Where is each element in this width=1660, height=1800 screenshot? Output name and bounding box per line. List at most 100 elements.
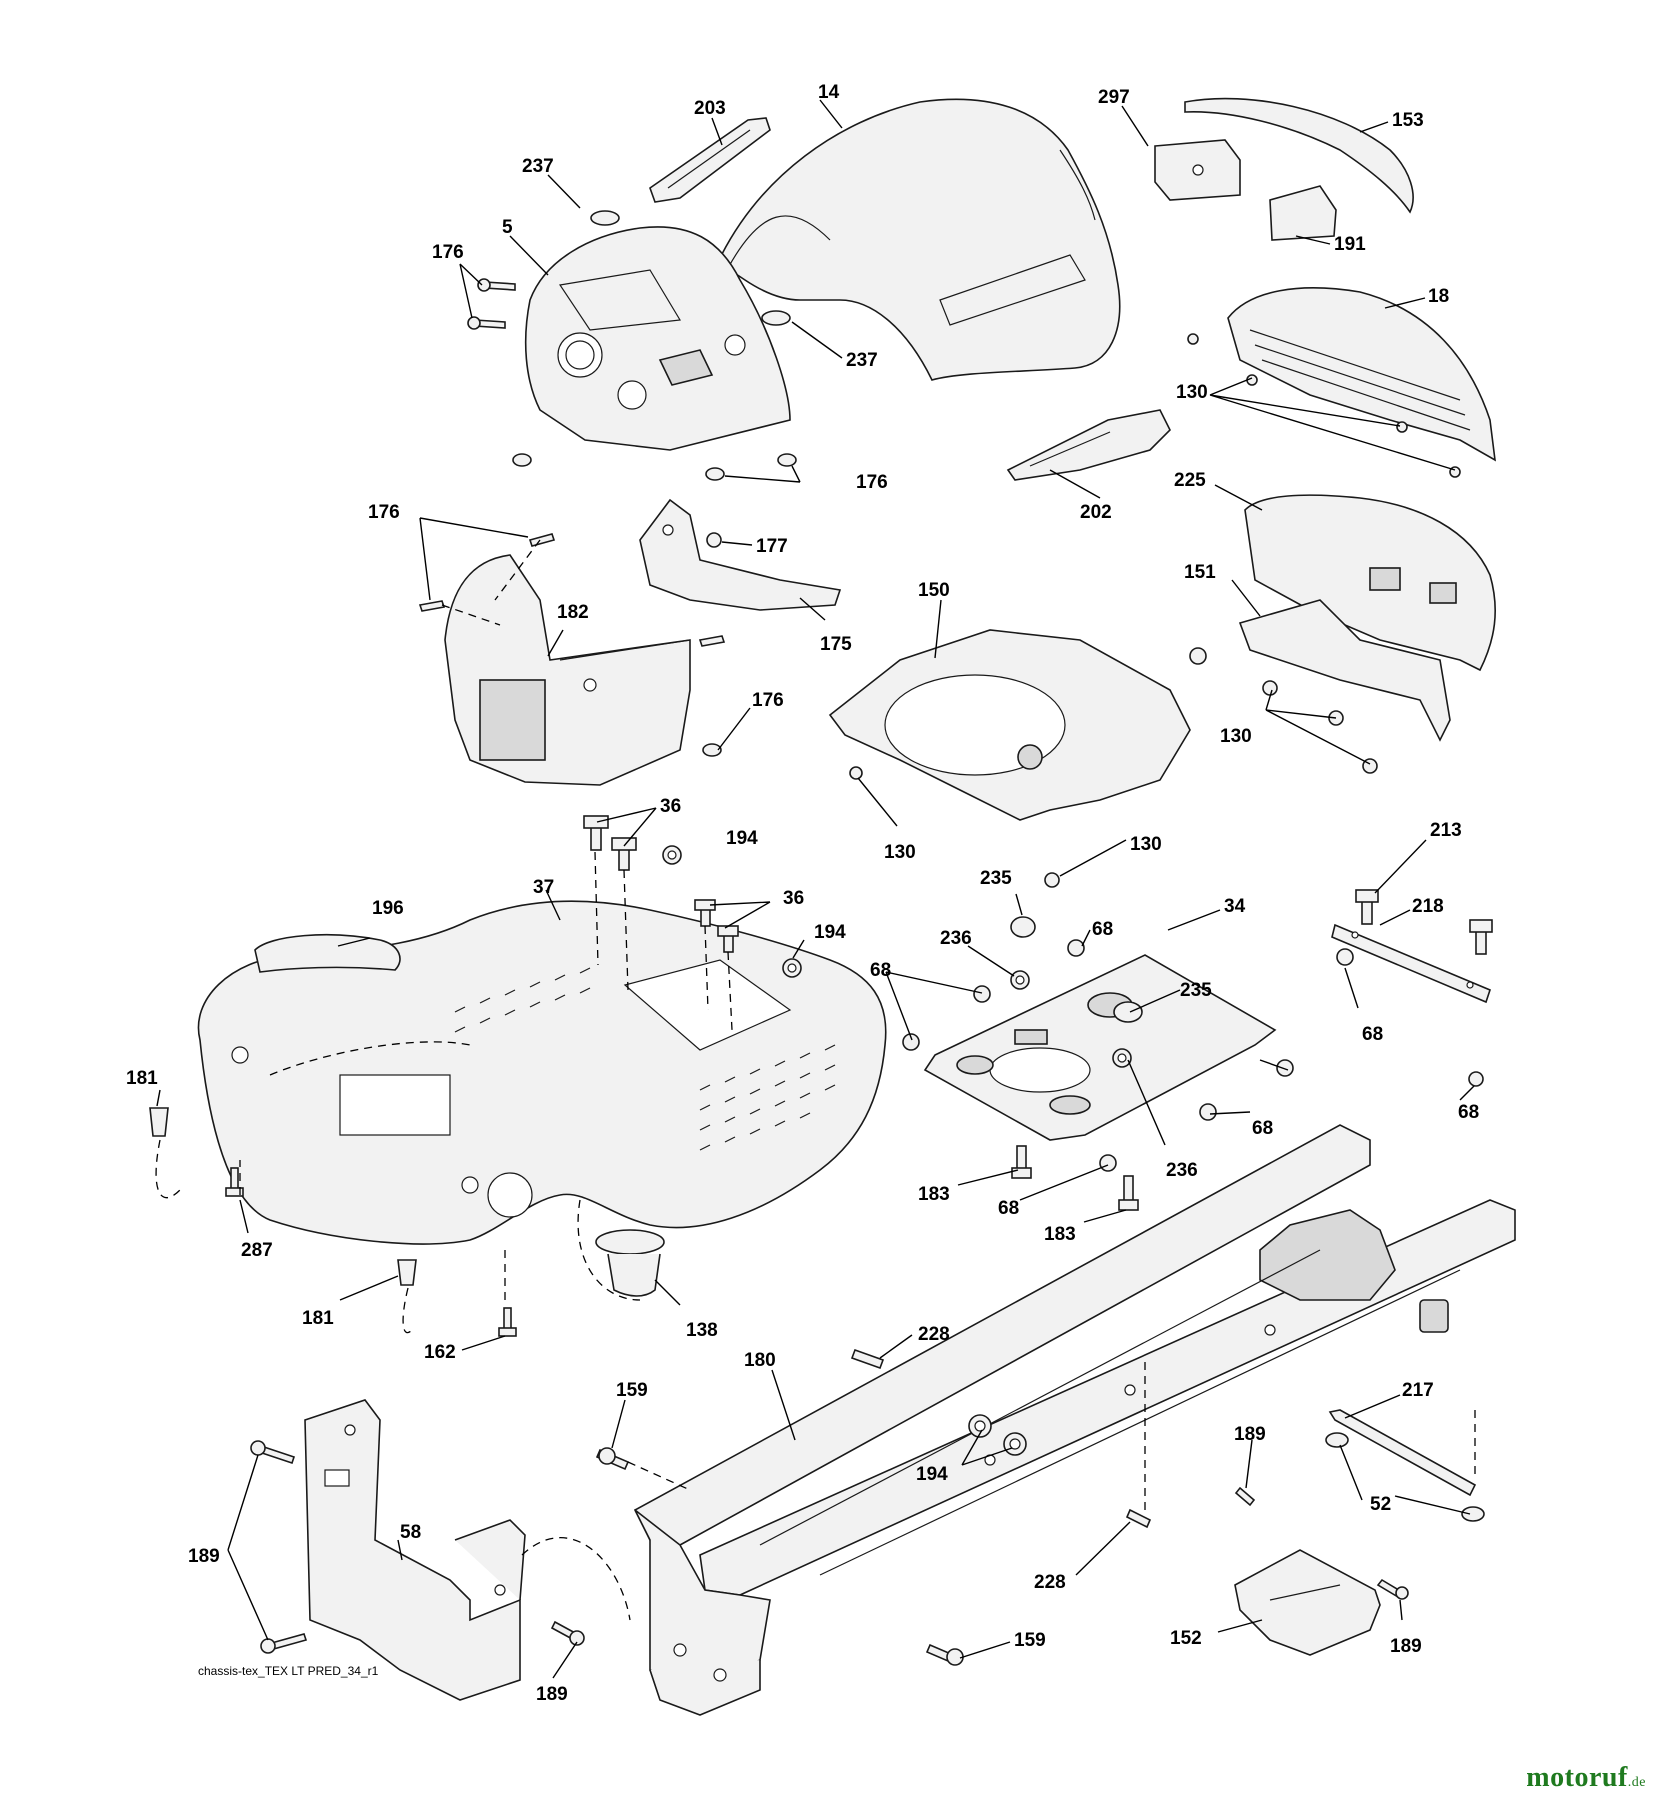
callout-68: 68 <box>1458 1102 1479 1123</box>
callout-228: 228 <box>918 1324 950 1345</box>
callout-183: 183 <box>1044 1224 1076 1245</box>
part-182-lower-dash <box>444 554 691 786</box>
callout-189: 189 <box>536 1684 568 1705</box>
part-5-dash-panel <box>524 226 791 451</box>
callout-287: 287 <box>241 1240 273 1261</box>
callout-152: 152 <box>1170 1628 1202 1649</box>
part-175-bracket <box>639 498 842 611</box>
callout-189: 189 <box>1234 1424 1266 1445</box>
callout-203: 203 <box>694 98 726 119</box>
callout-52: 52 <box>1370 1494 1391 1515</box>
callout-68: 68 <box>870 960 891 981</box>
callout-196: 196 <box>372 898 404 919</box>
part-58-bracket <box>304 1399 526 1701</box>
callout-68: 68 <box>998 1198 1019 1219</box>
part-191-block <box>1269 185 1337 241</box>
callout-182: 182 <box>557 602 589 623</box>
spacers-228-nuts-194 <box>850 1348 1152 1529</box>
callout-202: 202 <box>1080 502 1112 523</box>
part-153-trim <box>1184 97 1414 214</box>
callout-181: 181 <box>126 1068 158 1089</box>
part-hood <box>716 98 1121 381</box>
callout-175: 175 <box>820 634 852 655</box>
callout-183: 183 <box>918 1184 950 1205</box>
part-138-grommet <box>595 1229 665 1297</box>
part-34-mount-plate <box>923 954 1277 1141</box>
screws-130-upper <box>1187 333 1461 478</box>
bolts-36 <box>583 815 739 953</box>
drawing-filename: chassis-tex_TEX LT PRED_34_r1 <box>198 1664 379 1678</box>
callout-labels: 14 203 297 153 237 176 5 191 18 237 130 … <box>126 82 1479 1705</box>
part-237-plug-b <box>761 310 791 326</box>
callout-130: 130 <box>1130 834 1162 855</box>
callout-150: 150 <box>918 580 950 601</box>
callout-217: 217 <box>1402 1380 1434 1401</box>
part-203-trim <box>649 117 771 203</box>
callout-237: 237 <box>522 156 554 177</box>
callout-180: 180 <box>744 1350 776 1371</box>
callout-130: 130 <box>1220 726 1252 747</box>
callout-5: 5 <box>502 217 513 238</box>
callout-235: 235 <box>1180 980 1212 1001</box>
part-151-bracket <box>1238 599 1451 742</box>
callout-130: 130 <box>1176 382 1208 403</box>
callout-37: 37 <box>533 877 554 898</box>
bolts-176-top <box>467 278 797 481</box>
callout-235: 235 <box>980 868 1012 889</box>
callout-177: 177 <box>756 536 788 557</box>
callout-194: 194 <box>916 1464 948 1485</box>
part-152-shield <box>1234 1549 1381 1656</box>
callout-189: 189 <box>1390 1636 1422 1657</box>
part-18-grille <box>1227 287 1496 462</box>
callout-228: 228 <box>1034 1572 1066 1593</box>
callout-213: 213 <box>1430 820 1462 841</box>
callout-159: 159 <box>616 1380 648 1401</box>
callout-218: 218 <box>1412 896 1444 917</box>
part-37-fender <box>197 900 887 1245</box>
bolts-159 <box>595 1447 964 1666</box>
brand-name: motoruf <box>1526 1762 1628 1793</box>
screws-189 <box>250 1440 1409 1654</box>
callout-194: 194 <box>726 828 758 849</box>
part-218-bracket <box>1331 889 1493 1004</box>
callout-194: 194 <box>814 922 846 943</box>
callout-14: 14 <box>818 82 840 103</box>
dashed-alignment-lines <box>155 539 1476 1621</box>
callout-191: 191 <box>1334 234 1366 255</box>
callout-68: 68 <box>1362 1024 1383 1045</box>
fasteners-181-287-162 <box>149 1107 517 1337</box>
bolts-176-lower <box>418 533 726 757</box>
part-196-lever-cover <box>254 934 401 973</box>
callout-34: 34 <box>1224 896 1246 917</box>
callout-138: 138 <box>686 1320 718 1341</box>
callout-297: 297 <box>1098 87 1130 108</box>
part-297-block <box>1154 139 1241 201</box>
callout-153: 153 <box>1392 110 1424 131</box>
callout-151: 151 <box>1184 562 1216 583</box>
callout-236: 236 <box>1166 1160 1198 1181</box>
brand-suffix: .de <box>1627 1775 1646 1790</box>
part-180-frame <box>633 1124 1516 1716</box>
callout-36: 36 <box>660 796 681 817</box>
bushings-235-236 <box>1010 916 1143 1068</box>
callout-68: 68 <box>1252 1118 1273 1139</box>
part-150-battery-tray <box>828 629 1191 821</box>
callout-225: 225 <box>1174 470 1206 491</box>
bolts-68 <box>902 939 1484 1172</box>
bolts-183 <box>1011 1145 1139 1211</box>
nuts-194-upper <box>662 845 802 978</box>
part-237-plug-a <box>590 210 620 226</box>
callout-176: 176 <box>752 690 784 711</box>
callout-18: 18 <box>1428 286 1449 307</box>
callout-176: 176 <box>856 472 888 493</box>
leader-lines <box>156 99 1475 1679</box>
callout-236: 236 <box>940 928 972 949</box>
callout-189: 189 <box>188 1546 220 1567</box>
callout-68: 68 <box>1092 919 1113 940</box>
callout-176: 176 <box>368 502 400 523</box>
brand-logo: motoruf.de <box>1526 1762 1646 1794</box>
callout-36: 36 <box>783 888 804 909</box>
callout-159: 159 <box>1014 1630 1046 1651</box>
part-202-trim <box>1006 409 1171 481</box>
